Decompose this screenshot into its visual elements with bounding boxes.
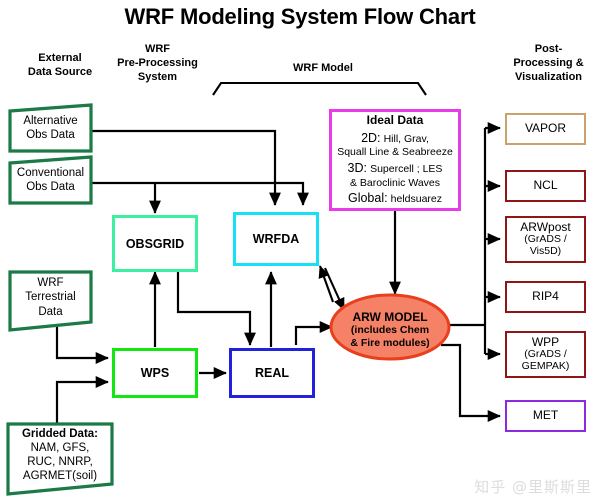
header-wrf-pre-processing-system: WRF Pre-Processing System <box>95 43 220 84</box>
text-line: WRF <box>37 277 64 290</box>
ncl-label: NCL <box>533 178 558 193</box>
node-met[interactable]: MET <box>505 400 586 432</box>
ideal-row-label: Global: <box>347 191 388 206</box>
node-wpp[interactable]: WPP (GrADS / GEMPAK) <box>505 331 586 378</box>
node-arwpost[interactable]: ARWpost (GrADS / Vis5D) <box>505 216 586 263</box>
header-line: Post- <box>534 43 563 55</box>
alternative-obs-data-label: Alternative Obs Data <box>8 103 93 153</box>
node-wps[interactable]: WPS <box>112 348 198 398</box>
text-line: GEMPAK) <box>521 360 570 373</box>
header-wrf-model: WRF Model <box>248 62 398 76</box>
header-line: Processing & <box>513 56 584 69</box>
edge-altobs-to-wrfda <box>92 129 281 206</box>
text-line: Conventional <box>16 166 85 179</box>
obsgrid-label: OBSGRID <box>125 236 185 251</box>
ideal-data-row: 2D: Hill, Grav, <box>332 130 458 147</box>
edge-wrfda-to-arw <box>324 267 345 311</box>
text-line: Obs Data <box>26 129 75 141</box>
ideal-row-label: 3D: <box>347 160 367 175</box>
text-line: Vis5D) <box>529 245 562 258</box>
text-line: AGRMET(soil) <box>22 470 98 483</box>
ideal-data-row: Squall Line & Seabreeze <box>337 146 453 159</box>
node-ncl[interactable]: NCL <box>505 170 586 202</box>
header-line: System <box>137 70 178 83</box>
header-line: External <box>38 52 82 64</box>
wps-label: WPS <box>140 366 170 380</box>
header-line: Data Source <box>27 65 93 78</box>
wrf-terrestrial-data-shape <box>8 270 93 332</box>
node-alternative-obs-data[interactable]: Alternative Obs Data <box>8 103 93 153</box>
header-post-processing-visualization: Post- Processing & Visualization <box>497 43 600 84</box>
text-line: ARWpost <box>520 220 571 235</box>
node-wrf-terrestrial-data[interactable]: WRF Terrestrial Data <box>8 270 93 332</box>
node-vapor[interactable]: VAPOR <box>505 113 586 145</box>
node-obsgrid[interactable]: OBSGRID <box>112 215 198 272</box>
node-ideal-data[interactable]: Ideal Data 2D: Hill, Grav, Squall Line &… <box>329 109 461 211</box>
header-external-data-source: External Data Source <box>0 52 120 80</box>
watermark: 知乎 @里斯斯里 <box>474 478 592 496</box>
text-line: Terrestrial <box>25 291 76 304</box>
arwpost-label: ARWpost (GrADS / Vis5D) <box>507 220 584 258</box>
text-line: Obs Data <box>26 181 75 193</box>
text-line: RUC, NNRP, <box>27 456 93 468</box>
node-rip4[interactable]: RIP4 <box>505 281 586 313</box>
node-real[interactable]: REAL <box>229 348 315 398</box>
ideal-row-value: Supercell ; LES <box>370 162 443 175</box>
gridded-data-shape <box>6 422 114 496</box>
header-line: Pre-Processing <box>117 56 198 69</box>
text-line: Data <box>38 305 63 318</box>
header-line: WRF Model <box>293 62 353 74</box>
node-conventional-obs-data[interactable]: Conventional Obs Data <box>8 155 93 205</box>
text-line: NAM, GFS, <box>30 441 90 454</box>
ideal-row-label: 2D: <box>361 130 381 145</box>
edge-real-to-arw <box>294 321 333 345</box>
text-line: (GrADS / <box>524 233 567 246</box>
text-line: Gridded Data: <box>21 427 99 440</box>
real-label: REAL <box>254 366 290 380</box>
wpp-label: WPP (GrADS / GEMPAK) <box>507 335 584 373</box>
edge-obsgrid-to-real <box>176 272 256 346</box>
gridded-data-label: Gridded Data: NAM, GFS, RUC, NNRP, AGRME… <box>6 422 114 488</box>
ideal-row-value: Hill, Grav, <box>383 132 429 145</box>
node-arw-model[interactable] <box>328 292 452 362</box>
ideal-data-heading: Ideal Data <box>366 113 424 128</box>
met-label: MET <box>532 408 559 423</box>
text-line: WPP <box>531 335 560 350</box>
edge-arw-to-wrfda <box>318 265 334 303</box>
ideal-data-row: & Baroclinic Waves <box>349 176 441 189</box>
rip4-label: RIP4 <box>532 289 559 304</box>
node-wrfda[interactable]: WRFDA <box>233 212 319 266</box>
conventional-obs-data-label: Conventional Obs Data <box>8 155 93 205</box>
edge-convobs-to-wrfda <box>92 181 309 206</box>
ideal-row-value: heldsuarez <box>390 193 443 206</box>
edge-arw-to-met <box>441 343 501 422</box>
header-line: Visualization <box>514 70 583 83</box>
wrf-terrestrial-data-label: WRF Terrestrial Data <box>8 270 93 325</box>
wrfda-label: WRFDA <box>252 232 300 246</box>
wrf-model-bracket <box>212 81 427 96</box>
vapor-label: VAPOR <box>524 121 567 136</box>
ideal-data-content: Ideal Data 2D: Hill, Grav, Squall Line &… <box>332 113 458 207</box>
edge-gridded-to-wps <box>55 376 109 425</box>
ideal-data-row: Global: heldsuarez <box>332 190 458 207</box>
text-line: Alternative <box>23 114 78 127</box>
page-title: WRF Modeling System Flow Chart <box>124 4 476 29</box>
text-line: (GrADS / <box>524 348 567 361</box>
header-line: WRF <box>144 43 171 55</box>
conventional-obs-data-shape <box>8 155 93 205</box>
node-gridded-data[interactable]: Gridded Data: NAM, GFS, RUC, NNRP, AGRME… <box>6 422 114 496</box>
ideal-data-row: 3D: Supercell ; LES <box>332 160 458 177</box>
alternative-obs-data-shape <box>8 103 93 153</box>
